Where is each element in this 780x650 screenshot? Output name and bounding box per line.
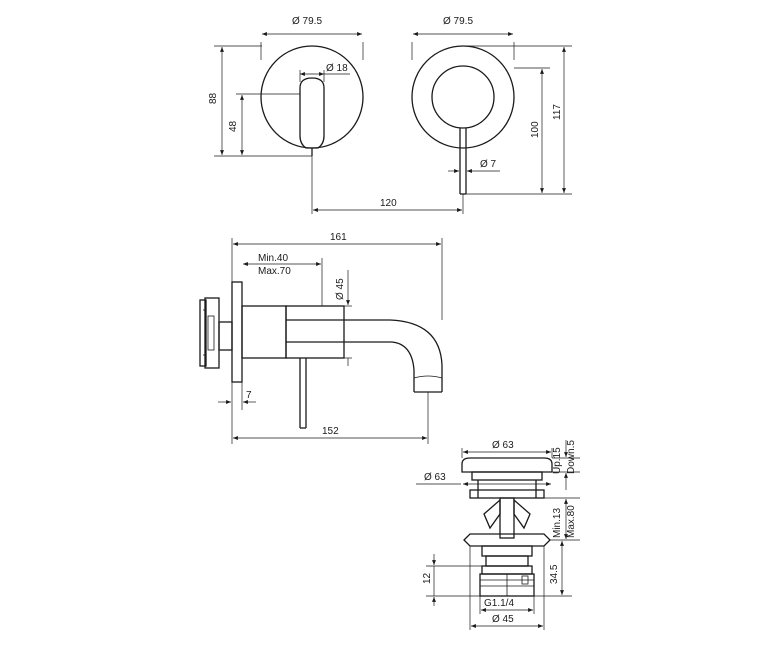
label-base-diameter: Ø 45 — [492, 614, 514, 625]
label-cap-diameter: Ø 63 — [424, 472, 446, 483]
label-plate-diameter-left: Ø 79.5 — [292, 16, 322, 27]
label-min-height: Min.13 — [552, 508, 563, 538]
label-min-depth: Min.40 — [258, 253, 288, 264]
label-handle-diameter: Ø 18 — [326, 63, 348, 74]
label-stroke-up: Up.15 — [552, 447, 563, 474]
label-height-48: 48 — [228, 120, 239, 132]
label-wall-offset: 7 — [246, 390, 252, 401]
label-spout-diameter: Ø 45 — [335, 278, 346, 300]
label-plate-diameter-right: Ø 79.5 — [443, 16, 473, 27]
center-distance-dimension: 120 — [313, 198, 462, 212]
label-total-length: 161 — [330, 232, 347, 243]
front-view-left: Ø 79.5 Ø 18 88 48 — [208, 16, 364, 214]
side-view: 161 Min.40 Max.70 Ø 45 7 152 — [199, 232, 443, 444]
label-stroke-down: Down.5 — [566, 440, 577, 474]
label-cap-top-diameter: Ø 63 — [492, 440, 514, 451]
label-lever-diameter: Ø 7 — [480, 159, 497, 170]
drain-view: Ø 63 Ø 63 Up.15 Down.5 Min.13 Max.80 34.… — [416, 440, 580, 630]
label-spout-length: 152 — [322, 426, 339, 437]
label-height-117: 117 — [552, 104, 563, 120]
label-height-88: 88 — [208, 92, 219, 104]
label-thread: G1.1/4 — [484, 598, 514, 609]
label-center-distance: 120 — [380, 198, 397, 209]
label-body-height: 34.5 — [549, 564, 560, 584]
label-max-depth: Max.70 — [258, 266, 291, 277]
label-max-height: Max.80 — [566, 505, 577, 538]
label-nut-height: 12 — [422, 572, 433, 584]
label-height-100: 100 — [530, 121, 541, 138]
front-view-right: Ø 79.5 Ø 7 100 117 — [411, 16, 572, 214]
